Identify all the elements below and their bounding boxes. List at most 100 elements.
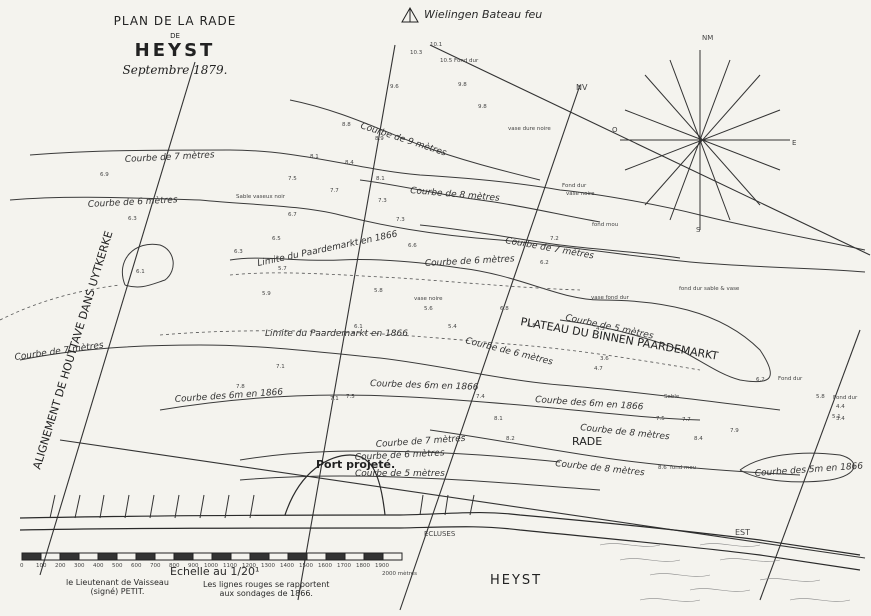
sounding: 8.6: [658, 465, 667, 471]
scale-tick: 0: [20, 563, 24, 569]
sounding: 6.1: [354, 324, 363, 330]
bottom-type: Fond dur: [454, 58, 479, 64]
town-label: HEYST: [490, 573, 542, 588]
sounding: 5.9: [262, 291, 271, 297]
dotted-shore-curve: [0, 284, 121, 321]
bottom-type: vase fond dur: [591, 295, 630, 301]
scale-tick: 900: [188, 563, 199, 569]
scale-tick: 500: [112, 563, 123, 569]
sounding: 7.5: [288, 176, 297, 182]
depth-curve-7m-port: [239, 450, 561, 463]
compass-south: S: [696, 226, 701, 234]
title-block: PLAN DE LA RADE DE HEYST Septembre 1879.: [90, 14, 260, 77]
scale-tick: 1400: [280, 563, 294, 569]
lightship-label: Wielingen Bateau feu: [424, 8, 543, 21]
curve-label: Courbe de 9 mètres: [359, 120, 448, 158]
sounding: 6.2: [540, 260, 549, 266]
scale-tick: 1800: [356, 563, 370, 569]
depth-curve-7m-south: [19, 344, 781, 411]
sounding: 10.5: [440, 58, 453, 64]
soundings: 10.1 10.3 10.5 9.6 9.8 9.8 8.8 8.9 8.1 8…: [100, 42, 845, 471]
scale-tick: 1000: [204, 563, 218, 569]
curve-label: Courbe de 8 mètres: [410, 185, 501, 204]
bottom-type: vase dure noire: [508, 126, 551, 132]
curve-label: Courbe des 6m en 1866: [535, 395, 644, 413]
scale-tick: 600: [131, 563, 142, 569]
scale-tick: 1100: [223, 563, 237, 569]
sounding: 7.3: [378, 198, 387, 204]
bottom-type: fond mou: [670, 465, 696, 471]
scale-bar: [21, 552, 403, 561]
sounding: 10.1: [430, 42, 442, 48]
bottom-type: Fond dur: [778, 376, 803, 382]
curve-label: Courbe de 7 mètres: [14, 340, 105, 363]
author-line-1: le Lieutenant de Vaisseau: [66, 578, 169, 587]
sounding: 4.4: [836, 404, 845, 410]
title-line-1: PLAN DE LA RADE: [113, 14, 237, 28]
est-label: EST: [735, 528, 750, 537]
curve-label: Courbe de 6 mètres: [88, 194, 179, 210]
sounding: 7.4: [476, 394, 485, 400]
port-label: Port projeté.: [316, 458, 395, 471]
scale-tick: 1600: [318, 563, 332, 569]
sounding: 7.8: [236, 384, 245, 390]
note-credit: Les lignes rouges se rapportent aux sond…: [203, 580, 329, 598]
note-line-2: aux sondages de 1866.: [219, 589, 313, 598]
scale-tick: 1500: [299, 563, 313, 569]
author-line-2: (signé) PETIT.: [90, 587, 145, 596]
sounding: 6.1: [136, 269, 145, 275]
plateau-label: PLATEAU DU BINNEN PAARDEMARKT: [519, 315, 719, 363]
limit-label: Limite du Paardemarkt en 1866: [265, 329, 408, 339]
scale-tick: 100: [36, 563, 47, 569]
curve-label: Courbe de 6 mètres: [425, 253, 516, 269]
sounding: 7.7: [330, 188, 339, 194]
diagonal-east: [759, 329, 861, 601]
bottom-type: vase noire: [414, 296, 443, 302]
ecluses-label: ECLUSES: [424, 530, 456, 538]
sounding: 8.8: [342, 122, 351, 128]
sounding: 8.4: [694, 436, 703, 442]
scale-tick: 2000 mètres: [382, 570, 417, 577]
sounding: 5.4: [448, 324, 457, 330]
bottom-type: fond dur sable & vase: [679, 286, 740, 292]
sounding: 6.9: [100, 172, 109, 178]
sounding: 8.1: [494, 416, 503, 422]
bottom-type: Sable vaseux noir: [236, 194, 286, 200]
scale-tick: 800: [169, 563, 180, 569]
sounding: 6.5: [272, 236, 281, 242]
scale-label: Echelle au 1/20¹: [170, 565, 260, 578]
sounding: 9.6: [390, 84, 399, 90]
lightship-icon: [401, 6, 419, 23]
sounding: 9.8: [458, 82, 467, 88]
sounding: 4.3: [596, 326, 605, 332]
scale-tick: 400: [93, 563, 104, 569]
sounding: 7.9: [730, 428, 739, 434]
depth-curve-9m: [289, 99, 541, 181]
bearing-line-nv: [399, 84, 581, 611]
groynes: [49, 494, 475, 519]
scale-tick: 1900: [375, 563, 389, 569]
compass-rose: [620, 50, 790, 230]
sounding: 7.7: [682, 417, 691, 423]
compass-west: O: [612, 126, 618, 134]
bottom-type: vase noire: [566, 191, 595, 197]
sounding: 7.3: [396, 217, 405, 223]
bottom-type: Fond dur: [833, 395, 858, 401]
dunes: [599, 543, 851, 602]
sounding: 8.1: [310, 154, 319, 160]
bottom-type: fond mou: [592, 222, 618, 228]
nv-line: [429, 44, 871, 256]
sounding: 7.5: [656, 416, 665, 422]
curve-label: Courbe des 5m en 1866: [755, 461, 864, 479]
sounding: 3.4: [836, 416, 845, 422]
sounding: 6.3: [234, 249, 243, 255]
depth-curve-6m-west: [9, 196, 866, 273]
nv-label: NV: [576, 83, 588, 92]
depth-curve-6m-1866: [159, 394, 701, 421]
title-line-2: DE: [170, 32, 180, 40]
curve-label: Courbe de 6 mètres: [464, 335, 554, 367]
curve-label: Courbe de 6 mètres: [355, 447, 446, 463]
sounding: 5.7: [278, 266, 287, 272]
compass-north: NM: [702, 34, 713, 42]
